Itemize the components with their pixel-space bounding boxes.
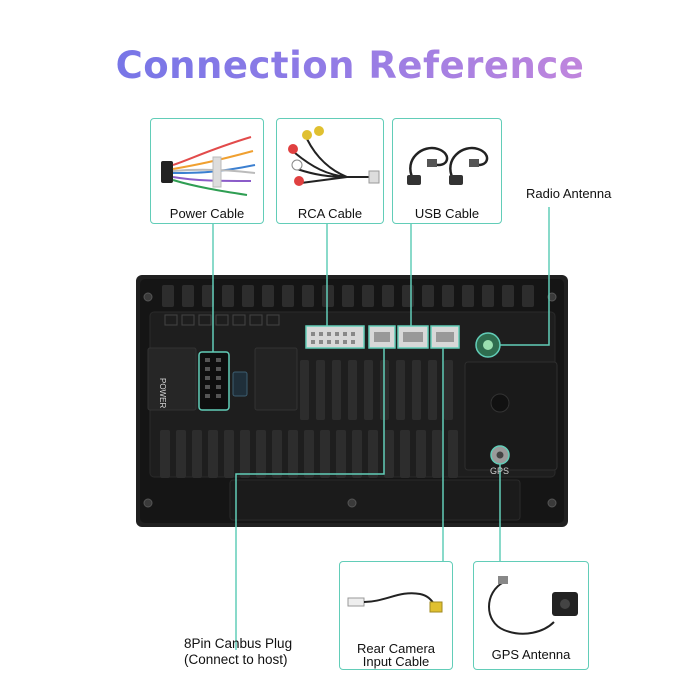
- gps-port: [491, 446, 509, 464]
- rear-camera-card: Rear Camera Input Cable: [339, 561, 453, 670]
- rear-camera-socket: [431, 326, 459, 348]
- usb-cable-card: USB Cable: [392, 118, 502, 224]
- gps-port-label: GPS: [490, 466, 509, 476]
- rear-camera-cable-icon: [340, 562, 451, 634]
- rca-cable-card: RCA Cable: [276, 118, 384, 224]
- usb-cable-icon: [393, 119, 500, 199]
- radio-antenna-port: [476, 333, 500, 357]
- radio-antenna-label: Radio Antenna: [526, 186, 611, 202]
- power-cable-icon: [151, 119, 262, 199]
- rear-camera-label-line2: Input Cable: [340, 655, 452, 669]
- gps-antenna-label: GPS Antenna: [474, 648, 588, 662]
- rca-cable-label: RCA Cable: [277, 207, 383, 221]
- canbus-plug-label: 8Pin Canbus Plug (Connect to host): [184, 636, 292, 668]
- usb-socket: [398, 326, 428, 348]
- canbus-plug-label-line1: 8Pin Canbus Plug: [184, 636, 292, 652]
- gps-antenna-card: GPS Antenna: [473, 561, 589, 670]
- power-cable-card: Power Cable: [150, 118, 264, 224]
- usb-cable-label: USB Cable: [393, 207, 501, 221]
- power-cable-label: Power Cable: [151, 207, 263, 221]
- rca-cable-icon: [277, 119, 382, 199]
- canbus-plug-label-line2: (Connect to host): [184, 652, 292, 668]
- gps-antenna-icon: [474, 562, 587, 642]
- power-port-label: POWER: [158, 378, 167, 408]
- canbus-socket: [369, 326, 395, 348]
- rca-socket: [306, 326, 364, 348]
